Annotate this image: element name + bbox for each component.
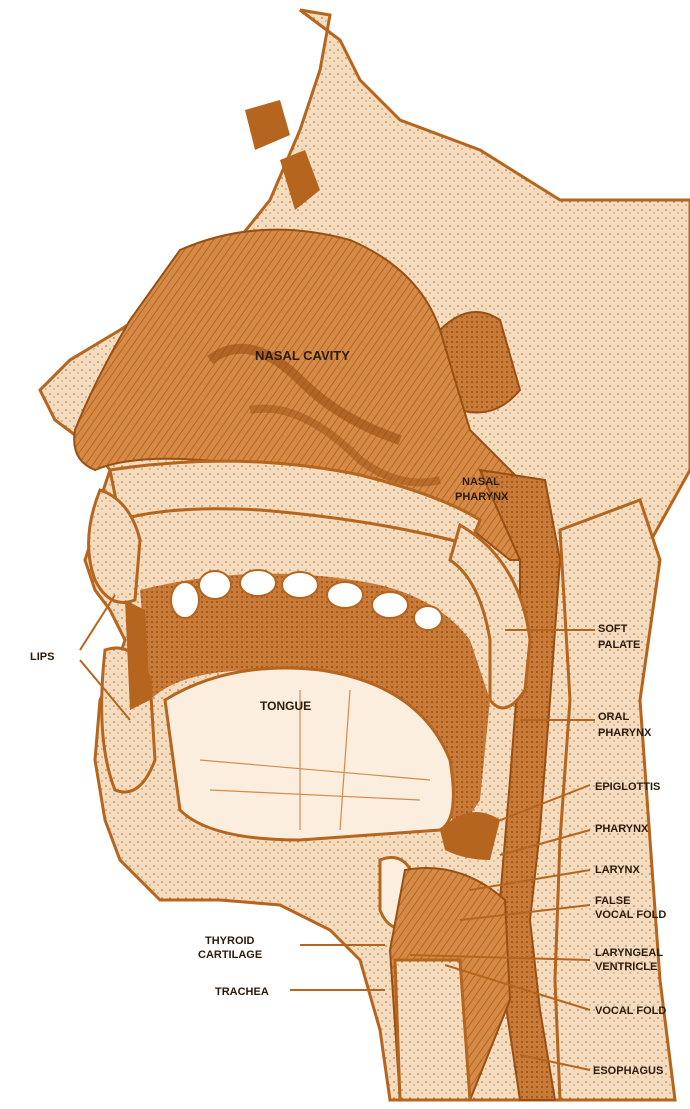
label-nasal-cavity: NASAL CAVITY	[255, 348, 350, 363]
label-pharynx: PHARYNX	[595, 823, 649, 835]
label-oral-pharynx-2: PHARYNX	[598, 727, 652, 739]
label-tongue: TONGUE	[260, 699, 311, 713]
label-false-vocal-fold-2: VOCAL FOLD	[595, 909, 666, 921]
label-false-vocal-fold-1: FALSE	[595, 895, 630, 907]
label-lips: LIPS	[30, 651, 54, 663]
label-soft-palate-2: PALATE	[598, 639, 640, 651]
frontal-sinus	[245, 100, 290, 150]
label-nasal-pharynx-2: PHARYNX	[455, 491, 509, 503]
label-vocal-fold: VOCAL FOLD	[595, 1005, 666, 1017]
label-soft-palate-1: SOFT	[598, 623, 628, 635]
label-laryngeal-ventricle-2: VENTRICLE	[595, 961, 657, 973]
label-nasal-pharynx-1: NASAL	[462, 476, 500, 488]
label-thyroid-cartilage-2: CARTILAGE	[198, 949, 262, 961]
label-oral-pharynx-1: ORAL	[598, 711, 629, 723]
label-larynx: LARYNX	[595, 864, 640, 876]
label-epiglottis: EPIGLOTTIS	[595, 781, 660, 793]
label-thyroid-cartilage-1: THYROID	[205, 935, 255, 947]
label-laryngeal-ventricle-1: LARYNGEAL	[595, 947, 663, 959]
label-esophagus: ESOPHAGUS	[593, 1065, 663, 1077]
trachea-tube	[395, 960, 470, 1100]
label-trachea: TRACHEA	[215, 986, 269, 998]
